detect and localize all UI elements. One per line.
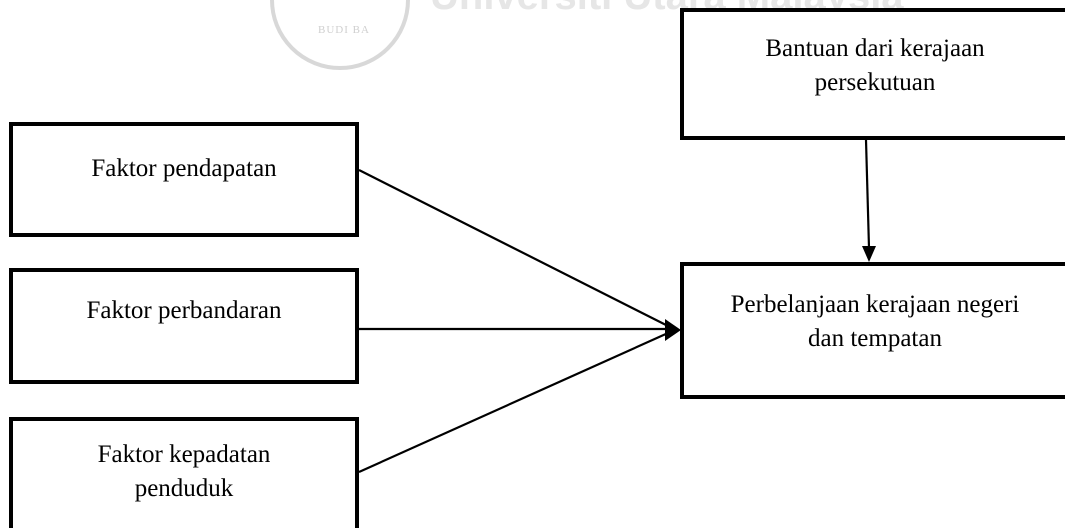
factor-label-pendapatan: Faktor pendapatan bbox=[91, 155, 277, 182]
arrow-pendapatan-to-perbelanjaan bbox=[358, 169, 669, 327]
seal-text: BUDI BA bbox=[318, 24, 370, 36]
factor-box-perbandaran: Faktor perbandaran bbox=[9, 268, 359, 384]
federal-aid-label: Bantuan dari kerajaan persekutuan bbox=[765, 35, 985, 96]
arrowhead-into-perbelanjaan bbox=[665, 319, 681, 341]
factor-label-kepadatan-penduduk: Faktor kepadatan penduduk bbox=[97, 441, 271, 502]
federal-aid-box: Bantuan dari kerajaan persekutuan bbox=[680, 8, 1065, 140]
arrow-kepadatan-to-perbelanjaan bbox=[358, 331, 669, 474]
arrow-bantuan-to-perbelanjaan bbox=[864, 139, 871, 249]
arrowhead-into-perbelanjaan-top bbox=[862, 246, 876, 262]
factor-label-perbandaran: Faktor perbandaran bbox=[86, 297, 282, 324]
outcome-box-perbelanjaan: Perbelanjaan kerajaan negeri dan tempata… bbox=[680, 262, 1065, 399]
outcome-label: Perbelanjaan kerajaan negeri dan tempata… bbox=[730, 291, 1020, 352]
factor-box-kepadatan-penduduk: Faktor kepadatan penduduk bbox=[9, 417, 359, 528]
factor-box-pendapatan: Faktor pendapatan bbox=[9, 122, 359, 237]
